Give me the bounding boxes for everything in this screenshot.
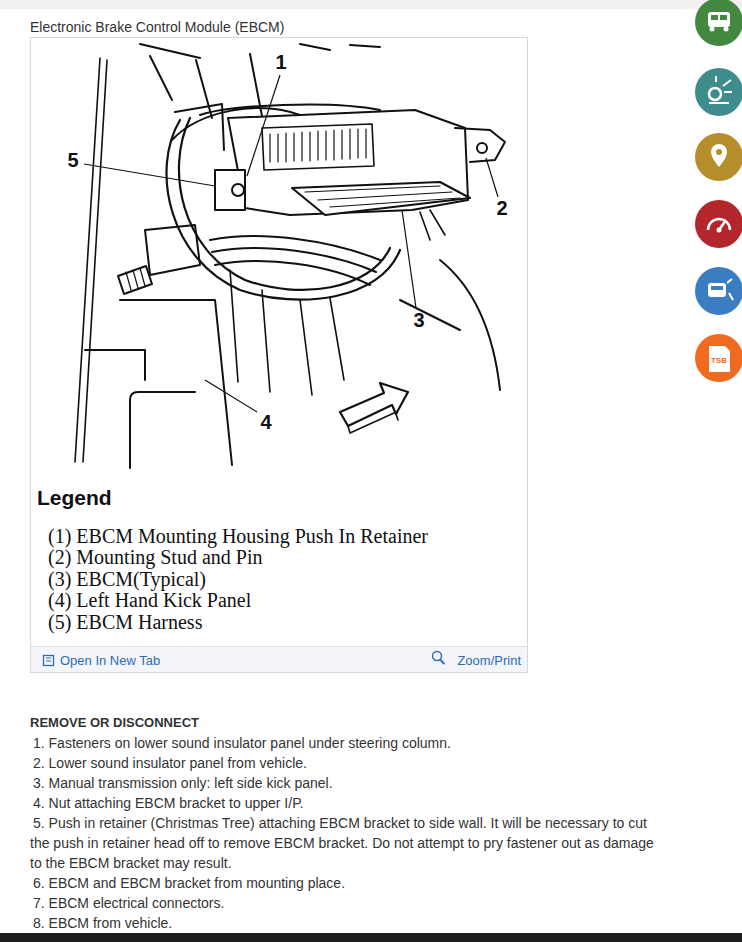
module-illustration [210, 236, 380, 285]
legend-item: (3) EBCM(Typical) [48, 567, 206, 592]
leader-line [247, 75, 280, 176]
module-illustration [145, 225, 200, 275]
module-illustration [167, 120, 401, 300]
side-icons [708, 283, 726, 297]
module-illustration [270, 129, 366, 162]
module-illustration [230, 270, 344, 395]
side-icons [695, 0, 742, 315]
module-illustration [348, 413, 398, 433]
module-illustration [126, 268, 145, 290]
module-illustration [232, 184, 244, 196]
figure-toolbar [440, 660, 445, 665]
document-symbol [709, 346, 730, 372]
side-icons [695, 200, 742, 248]
legend-item: (5) EBCM Harness [48, 610, 202, 635]
callout-number: 3 [413, 308, 424, 333]
instruction-step: 1. Fasteners on lower sound insulator pa… [30, 733, 662, 753]
leader-line [84, 75, 498, 412]
instruction-step: 7. EBCM electrical connectors. [30, 893, 662, 913]
side-icons [727, 279, 733, 300]
instruction-list: REMOVE OR DISCONNECT1. Fasteners on lowe… [30, 713, 662, 933]
legend-item: (4) Left Hand Kick Panel [48, 588, 251, 613]
callout-number: 2 [496, 196, 507, 221]
module-illustration [305, 186, 460, 207]
figure-toolbar [46, 658, 51, 661]
side-icons [717, 228, 722, 233]
section-heading: REMOVE OR DISCONNECT [30, 713, 662, 733]
module-illustration [75, 44, 505, 468]
side-icons [709, 102, 729, 104]
link-text: Open In New Tab [60, 652, 160, 670]
module-illustration [179, 118, 390, 290]
page-title: Electronic Brake Control Module (EBCM) [30, 18, 284, 36]
side-icons [708, 12, 730, 27]
side-icons [720, 15, 727, 20]
instruction-step: 5. Push in retainer (Christmas Tree) att… [30, 813, 662, 873]
figure-toolbar [31, 647, 527, 672]
link-text: Zoom/Print [457, 652, 521, 670]
icon-circle [695, 334, 742, 382]
side-icons [716, 76, 732, 92]
side-icons [710, 27, 715, 32]
side-icons [711, 15, 718, 20]
module-illustration [420, 210, 445, 240]
legend-heading: Legend [37, 485, 112, 511]
side-icons [716, 149, 722, 155]
module-illustration [120, 300, 232, 465]
side-icons [711, 144, 727, 167]
figure-toolbar [44, 656, 54, 666]
figure-toolbar [433, 652, 442, 661]
callout-number: 4 [260, 410, 271, 435]
side-icons [724, 27, 729, 32]
instruction-step: 6. EBCM and EBCM bracket from mounting p… [30, 873, 662, 893]
instruction-step: 2. Lower sound insulator panel from vehi… [30, 753, 662, 773]
leader-line [486, 158, 498, 197]
module-illustration [75, 58, 107, 462]
leader-line [205, 380, 257, 412]
side-icons [709, 88, 721, 100]
module-illustration [477, 143, 487, 153]
callout-number: 1 [275, 50, 286, 75]
icon-label: TSB [711, 356, 727, 366]
module-illustration [262, 124, 374, 170]
top-strip [0, 0, 742, 9]
figure-toolbar [31, 647, 527, 673]
leader-line [402, 210, 416, 308]
side-icons [695, 0, 742, 46]
side-icons [695, 267, 742, 315]
figure-frame: Open In New Tab Zoom/Print [30, 37, 528, 673]
module-illustration [292, 182, 470, 215]
module-illustration [172, 105, 380, 140]
instruction-step: 8. EBCM from vehicle. [30, 913, 662, 933]
instruction-step: 3. Manual transmission only: left side k… [30, 773, 662, 793]
leader-line [84, 164, 215, 186]
module-illustration [455, 128, 505, 162]
side-icons [695, 68, 742, 116]
legend-item: (1) EBCM Mounting Housing Push In Retain… [48, 524, 428, 549]
side-icons [695, 133, 742, 181]
instruction-step: 4. Nut attaching EBCM bracket to upper I… [30, 793, 662, 813]
legend-item: (2) Mounting Stud and Pin [48, 545, 262, 570]
callout-number: 5 [67, 148, 78, 173]
module-illustration [400, 260, 500, 390]
module-illustration [118, 266, 152, 294]
module-illustration [215, 170, 245, 210]
tsb-icon: TSB [695, 334, 742, 382]
figure-toolbar [31, 646, 527, 647]
bottom-bar [0, 933, 742, 942]
module-illustration [85, 350, 145, 380]
module-illustration [130, 392, 195, 468]
side-icons [711, 286, 723, 290]
